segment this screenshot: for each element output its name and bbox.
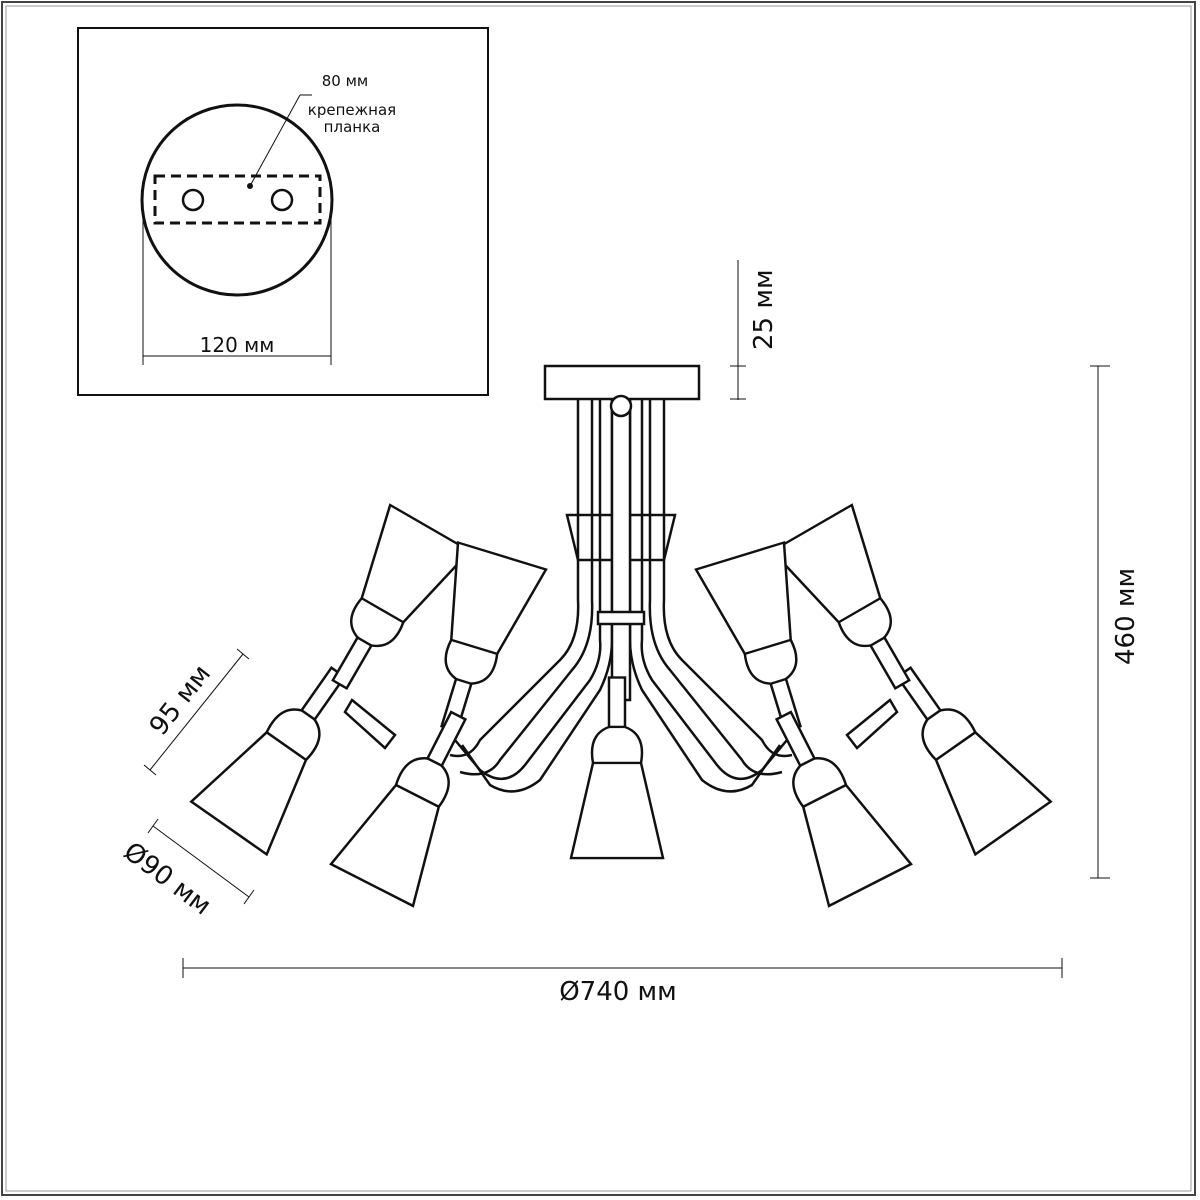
chandelier-side-view bbox=[190, 364, 1052, 908]
screw-hole bbox=[181, 188, 205, 212]
lamps-left bbox=[190, 503, 548, 908]
bracket-label-2: планка bbox=[324, 118, 381, 136]
mounting-inset: 80 мм крепежная планка 120 мм bbox=[77, 27, 489, 396]
canopy bbox=[543, 364, 701, 401]
plate-width-label: 120 мм bbox=[200, 333, 275, 357]
mounting-bracket bbox=[153, 174, 322, 225]
total-diameter-label: Ø740 мм bbox=[559, 977, 677, 1007]
total-height-label: 460 мм bbox=[1111, 568, 1141, 665]
canopy-height-label: 25 мм bbox=[749, 269, 779, 350]
shade-diameter-label: Ø90 мм bbox=[118, 837, 217, 922]
dimension-lines bbox=[143, 260, 1110, 978]
bracket-length-label: 80 мм bbox=[322, 72, 369, 90]
bracket-label: крепежная bbox=[308, 101, 396, 119]
canopy-plate-top-view bbox=[140, 103, 334, 297]
lamps-right bbox=[694, 503, 1052, 908]
screw-hole bbox=[270, 188, 294, 212]
center-lamp bbox=[569, 676, 665, 860]
